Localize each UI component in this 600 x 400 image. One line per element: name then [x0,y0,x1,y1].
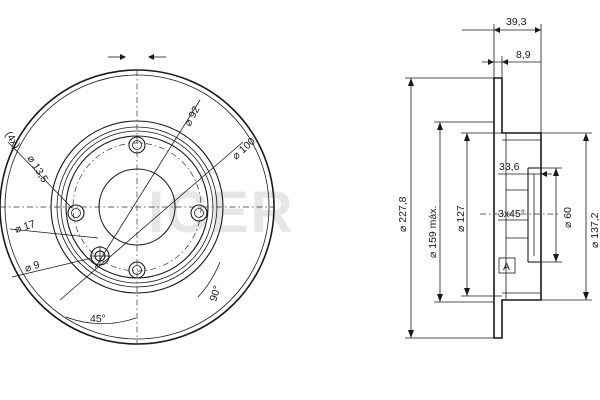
dim-137-2: ⌀ 137,2 [541,132,600,301]
center-17-label: ⌀ 17 [13,218,37,236]
icer-watermark: ICER [148,180,295,245]
diameter-137-2-label: ⌀ 137,2 [589,212,600,248]
chamfer-note: 3x45° [498,208,528,221]
hole-diameter-label: ⌀ 13,5 [24,153,50,185]
angle-90-arc [197,261,221,298]
dim-39-3: 39,3 [462,16,542,133]
angle-45-arc [65,316,137,325]
dim-159: ⌀ 159 máx. [427,121,494,303]
top-marker [108,54,166,60]
bolt-hole-left [67,204,85,222]
leader-100 [59,141,244,301]
datum-a: A [498,257,516,274]
angle-45-label: 45° [90,313,106,325]
leader-13-5 [7,141,73,209]
watermark-text: ICER [148,180,295,245]
angle-90-label: 90° [207,284,223,303]
small-hole-9-label: ⌀ 9 [23,259,41,275]
diameter-outer-label: ⌀ 227,8 [397,196,409,232]
diameter-127-label: ⌀ 127 [455,205,467,232]
dim-127: ⌀ 127 [455,132,502,297]
diameter-min-label: ⌀ 159 máx. [427,206,439,258]
dim-227-8: ⌀ 227,8 [397,77,494,339]
thickness-total-label: 39,3 [506,16,527,28]
dim-8-9: 8,9 [482,49,541,78]
bolt-hole-left-inner [71,208,81,218]
depth-33-6-label: 33,6 [499,161,520,173]
leader-17 [9,228,99,239]
datum-label: A [503,261,510,273]
bore-92-label: ⌀ 92 [182,104,202,128]
bolt-hole-right-inner [194,208,204,218]
dim-33-6: 33,6 [498,161,552,177]
leader-9 [11,257,93,278]
dim-60: ⌀ 60 [541,167,574,263]
diameter-60-label: ⌀ 60 [562,207,574,228]
bolt-hole-right [190,204,208,222]
leader-92 [94,99,201,269]
pcd-100-label: ⌀ 100 [230,135,258,162]
side-view: 39,3 8,9 ⌀ 227,8 ⌀ 159 máx. [397,16,600,339]
datum-box [498,257,516,274]
thickness-disc-label: 8,9 [516,49,531,61]
chamfer-label: 3x45° [498,208,525,220]
